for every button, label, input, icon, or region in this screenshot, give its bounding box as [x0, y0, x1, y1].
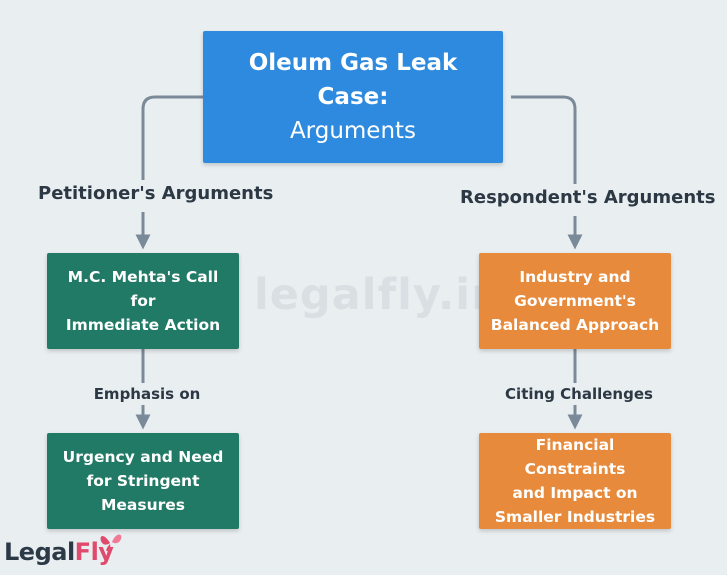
node-line: Industry and [519, 268, 631, 286]
node-line: and Impact on [512, 484, 638, 502]
petitioner-heading: Petitioner's Arguments [36, 183, 274, 204]
node-line: Financial Constraints [524, 436, 626, 478]
node-line: Immediate Action [65, 316, 221, 334]
node-financial-constraints: Financial Constraints and Impact on Smal… [479, 433, 671, 529]
node-industry-government: Industry and Government's Balanced Appro… [479, 253, 671, 349]
root-title: Oleum Gas Leak Case: [248, 50, 458, 110]
node-mehta-call: M.C. Mehta's Call for Immediate Action [47, 253, 239, 349]
node-line: Government's [514, 292, 636, 310]
edge-label-emphasis: Emphasis on [86, 383, 208, 405]
root-node: Oleum Gas Leak Case: Arguments [203, 31, 503, 163]
respondent-heading: Respondent's Arguments [458, 187, 716, 208]
node-line: for Stringent [86, 472, 200, 490]
logo-text-legal: Legal [4, 538, 75, 566]
edge-label-citing: Citing Challenges [500, 383, 658, 405]
node-line: Balanced Approach [490, 316, 660, 334]
node-urgency: Urgency and Need for Stringent Measures [47, 433, 239, 529]
connector-root-right [511, 95, 577, 184]
root-subtitle: Arguments [289, 118, 417, 144]
connector-root-left [141, 95, 203, 180]
watermark: legalfly.in [254, 270, 503, 320]
node-line: Urgency and Need [62, 448, 224, 466]
butterfly-icon [100, 534, 122, 552]
node-line: Measures [100, 496, 186, 514]
node-line: Smaller Industries [494, 508, 656, 526]
node-line: M.C. Mehta's Call for [67, 268, 219, 310]
